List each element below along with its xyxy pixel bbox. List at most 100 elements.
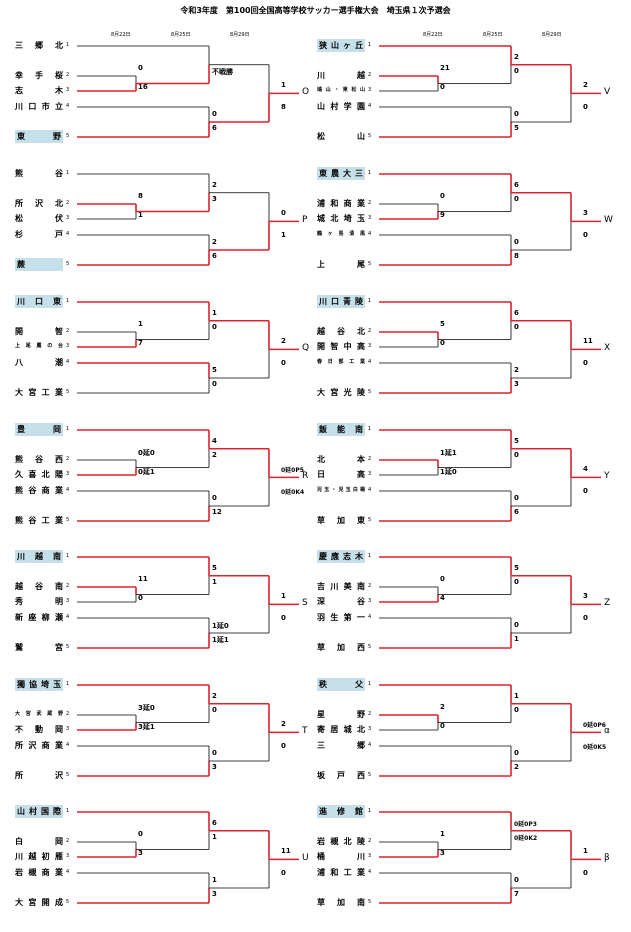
team-name: 川口市立 (15, 102, 63, 111)
team-name: 白 岡 (15, 837, 63, 846)
seed-number: 5 (368, 644, 372, 650)
bracket-lines (379, 556, 601, 649)
match-score: 0延0 (138, 449, 155, 457)
block-code: S (302, 598, 308, 609)
team-name: 草 加 南 (317, 898, 365, 907)
team-name: 所 沢 (15, 771, 63, 780)
match-score: 9 (440, 211, 445, 219)
seed-number: 1 (66, 553, 70, 559)
match-score: 1 (138, 320, 143, 328)
seed-number: 4 (66, 742, 70, 748)
match-score: 2 (281, 337, 286, 346)
team-name: 上 尾 (317, 260, 365, 269)
match-score: 3 (583, 592, 588, 601)
match-score: 0 (212, 380, 217, 388)
team-name: 進 修 館 (317, 805, 365, 818)
block-code: V (604, 87, 611, 98)
team-name: 秀 明 (15, 597, 63, 606)
team-name: 八 潮 (15, 358, 63, 367)
match-score: 0 (281, 614, 286, 623)
seed-number: 4 (66, 231, 70, 237)
block-code: T (302, 726, 308, 737)
match-score: 1延1 (440, 449, 457, 457)
team-name: 熊 谷 西 (15, 455, 63, 464)
seed-number: 4 (66, 359, 70, 365)
seed-number: 1 (368, 808, 372, 814)
team-name: 松 山 (317, 132, 365, 141)
team-name: 桶 川 (317, 852, 365, 861)
seed-number: 5 (368, 261, 372, 267)
seed-number: 3 (66, 343, 70, 349)
seed-number: 1 (368, 42, 372, 48)
seed-number: 2 (368, 711, 372, 717)
team-name: 獨協埼玉 (15, 678, 63, 691)
round-date: 8月22日 (111, 32, 131, 38)
seed-number: 2 (368, 583, 372, 589)
match-score: 1 (212, 308, 217, 317)
block-code: Q (302, 343, 310, 354)
match-score: 1 (281, 81, 286, 90)
team-name: 豊 岡 (15, 423, 63, 436)
match-score: 3 (514, 380, 519, 388)
match-score: 11 (138, 575, 148, 583)
seed-number: 1 (66, 170, 70, 176)
match-score: 0 (514, 621, 519, 629)
match-score: 5 (212, 366, 217, 374)
team-name: 慶應志木 (317, 550, 365, 563)
bracket-lines (379, 173, 601, 266)
seed-number: 1 (368, 681, 372, 687)
match-score: 0 (440, 339, 445, 347)
match-score: 3 (212, 763, 217, 771)
match-score: 3延1 (138, 723, 155, 731)
match-score: 5 (212, 563, 217, 572)
match-score: 0 (583, 359, 588, 368)
match-score: 2 (212, 691, 217, 700)
match-score: 1 (138, 211, 143, 219)
bracket-lines (77, 173, 299, 266)
seed-number: 1 (66, 426, 70, 432)
seed-number: 2 (368, 328, 372, 334)
team-name: 開 智 (15, 327, 63, 336)
match-score: 0 (440, 192, 445, 200)
match-score: 0 (583, 231, 588, 240)
seed-number: 1 (368, 170, 372, 176)
team-name: 鷲 宮 (15, 643, 63, 652)
match-score: 0 (138, 830, 143, 838)
match-score: 11 (281, 847, 291, 856)
match-score: 0 (138, 594, 143, 602)
team-name: 吉川美南 (317, 582, 365, 591)
match-score: 5 (514, 436, 519, 445)
bracket-lines (379, 684, 601, 777)
seed-number: 3 (66, 598, 70, 604)
match-score: 1 (281, 231, 286, 240)
seed-number: 4 (368, 359, 372, 365)
match-score: 0 (514, 322, 519, 331)
team-name: 山村国際 (15, 805, 63, 818)
seed-number: 5 (66, 772, 70, 778)
seed-number: 5 (66, 517, 70, 523)
team-name: 川口青陵 (317, 295, 365, 308)
bracket-lines (77, 811, 299, 904)
team-name: 大宮武蔵野 (15, 711, 63, 717)
team-name: 三 郷 北 (15, 41, 63, 50)
seed-number: 4 (368, 103, 372, 109)
seed-number: 3 (368, 471, 372, 477)
team-name: 大宮開成 (15, 898, 63, 907)
seed-number: 1 (66, 298, 70, 304)
block-code: O (302, 87, 310, 98)
match-score: 12 (212, 508, 222, 516)
seed-number: 3 (66, 853, 70, 859)
match-score: 4 (212, 436, 217, 445)
seed-number: 3 (66, 726, 70, 732)
round-date: 8月25日 (171, 32, 191, 38)
team-name: 東 野 (15, 130, 63, 143)
match-score: 0延0K2 (514, 834, 538, 842)
seed-number: 1 (368, 553, 372, 559)
match-score: 5 (514, 563, 519, 572)
team-name: 大宮工業 (15, 388, 63, 397)
seed-number: 3 (66, 471, 70, 477)
match-score: 0 (583, 869, 588, 878)
match-score: 21 (440, 64, 450, 72)
